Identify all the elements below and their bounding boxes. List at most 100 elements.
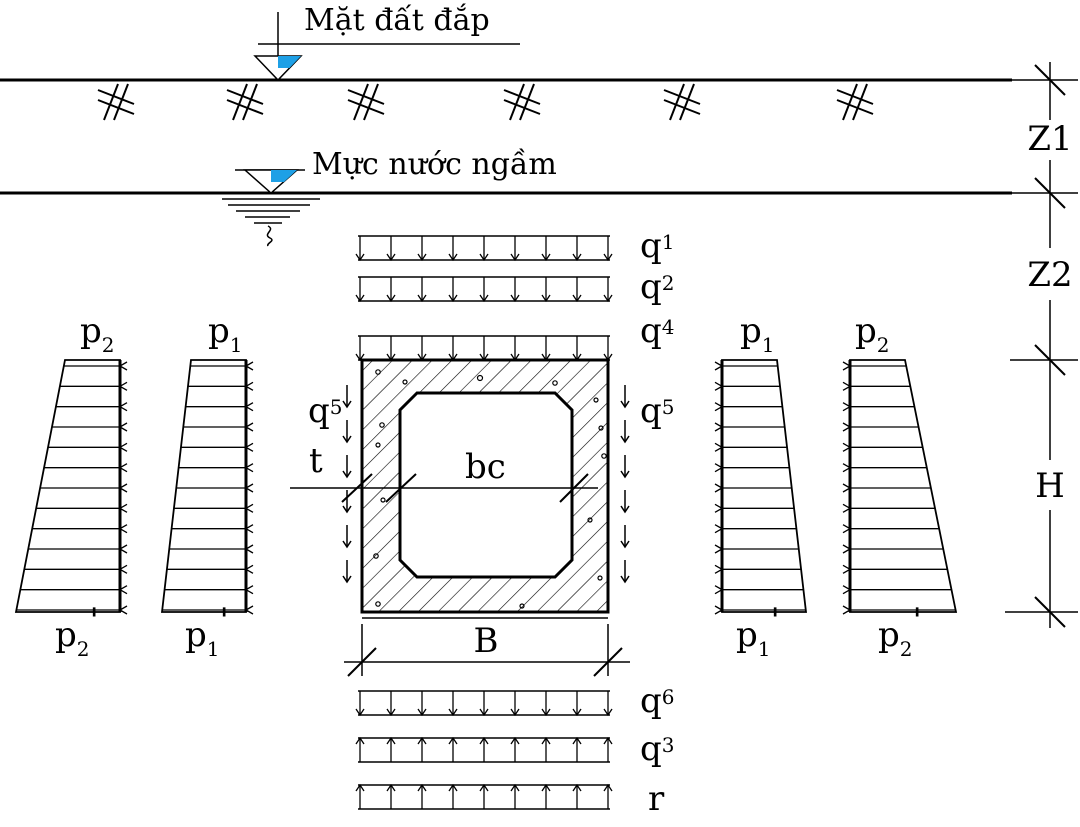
q5-arrow	[620, 525, 630, 549]
pressure-arrow	[162, 605, 254, 615]
soil-symbol	[836, 83, 874, 121]
pressure-arrow	[173, 503, 254, 513]
q5-arrow	[342, 420, 352, 444]
pressure-arrow	[842, 503, 936, 513]
pressure-diagram-left-inner	[160, 359, 254, 615]
q6-label: q6	[640, 681, 675, 721]
load-arrow	[448, 691, 458, 717]
load-arrow	[479, 277, 489, 303]
load-arrow	[417, 783, 427, 809]
soil-symbol	[226, 83, 264, 121]
pressure-arrow	[714, 605, 806, 615]
pressure-arrow	[187, 381, 254, 391]
load-arrow	[510, 783, 520, 809]
pressure-arrow	[714, 361, 778, 371]
pressure-arrow	[183, 422, 254, 432]
pressure-arrow	[714, 402, 783, 412]
load-arrow	[541, 336, 551, 362]
pressure-arrow	[176, 483, 254, 493]
load-q2-arrows	[355, 276, 613, 303]
load-arrow	[572, 736, 582, 762]
pressure-arrow	[169, 544, 254, 554]
load-arrow	[572, 236, 582, 262]
load-arrow	[386, 691, 396, 717]
load-arrow	[541, 691, 551, 717]
load-arrow	[479, 783, 489, 809]
z1-dimension-label: Z1	[1027, 119, 1072, 159]
h-dimension-label: H	[1035, 466, 1065, 506]
q5-right-label: q5	[640, 391, 675, 431]
pressure-arrow	[24, 564, 128, 574]
pressure-arrow	[44, 463, 128, 473]
pressure-arrow	[714, 585, 804, 595]
load-arrow	[386, 236, 396, 262]
soil-symbol	[347, 83, 385, 121]
pressure-arrow	[164, 585, 254, 595]
load-arrow	[479, 236, 489, 262]
load-arrow	[510, 277, 520, 303]
depth-dimension-line	[1005, 62, 1078, 628]
pressure-arrow	[842, 422, 919, 432]
load-arrow	[510, 236, 520, 262]
load-q6-arrows	[355, 690, 613, 717]
load-arrow	[572, 691, 582, 717]
p1-left-top-label: p1	[208, 311, 243, 357]
groundwater-marker	[222, 169, 320, 247]
pressure-diagram-right-inner	[714, 359, 808, 615]
pressure-arrow	[842, 605, 956, 615]
load-arrow	[541, 783, 551, 809]
load-arrow	[510, 336, 520, 362]
p2-left-bottom-label: p2'	[55, 601, 99, 661]
q5-arrow	[620, 455, 630, 479]
load-arrow	[386, 336, 396, 362]
p1-right-top-label: p1	[740, 311, 775, 357]
load-arrow	[355, 236, 365, 262]
load-arrow	[541, 736, 551, 762]
load-arrow	[541, 236, 551, 262]
b-label: B	[474, 621, 499, 661]
pressure-diagram-left-outer	[14, 359, 128, 615]
load-arrow	[603, 336, 613, 362]
load-arrow	[479, 736, 489, 762]
load-arrow	[448, 736, 458, 762]
load-arrow	[386, 783, 396, 809]
load-arrow	[603, 736, 613, 762]
load-arrow	[603, 236, 613, 262]
load-arrow	[479, 336, 489, 362]
soil-symbol	[97, 83, 135, 121]
pressure-arrow	[842, 381, 911, 391]
load-arrow	[572, 336, 582, 362]
pressure-arrow	[842, 524, 940, 534]
pressure-arrow	[842, 585, 952, 595]
load-arrow	[355, 277, 365, 303]
pressure-arrow	[178, 463, 254, 473]
pressure-arrow	[180, 442, 254, 452]
pressure-arrow	[28, 544, 128, 554]
load-q1-arrows	[355, 235, 613, 262]
load-arrow	[417, 691, 427, 717]
load-arrow	[510, 736, 520, 762]
q1-label: q1	[640, 226, 675, 266]
t-label: t	[309, 441, 323, 481]
q5-arrow	[342, 525, 352, 549]
q4-label: q4	[640, 311, 675, 351]
q5-left-label: q5	[308, 391, 343, 431]
ground-fill-marker	[250, 12, 520, 82]
q3-label: q3	[640, 729, 675, 769]
pressure-arrow	[842, 361, 907, 371]
pressure-arrow	[714, 381, 781, 391]
load-arrow	[386, 736, 396, 762]
load-q3-arrows	[355, 736, 613, 763]
load-arrow	[541, 277, 551, 303]
pressure-arrow	[171, 524, 254, 534]
q2-label: q2	[640, 267, 675, 307]
pressure-arrow	[842, 544, 944, 554]
pressure-arrow	[51, 422, 128, 432]
ground-fill-label: Mặt đất đắp	[304, 3, 490, 38]
pressure-arrow	[842, 402, 915, 412]
pressure-arrow	[32, 524, 128, 534]
q5-arrow	[620, 560, 630, 584]
q5-arrow	[342, 560, 352, 584]
pressure-arrow	[59, 381, 128, 391]
